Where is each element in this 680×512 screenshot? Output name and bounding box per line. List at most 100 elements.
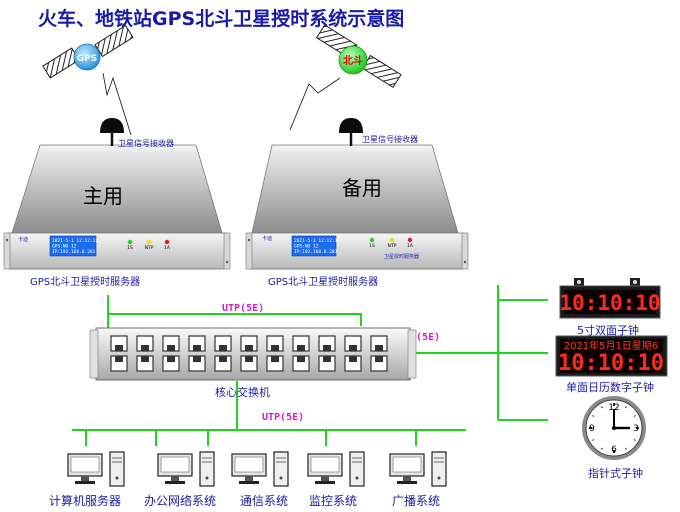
clock-pivot	[612, 426, 616, 430]
clock-label: 单面日历数字子钟	[566, 380, 654, 394]
clock-date: 2021年5月1日星期6	[564, 339, 659, 352]
systems-row: 计算机服务器办公网络系统通信系统监控系统广播系统	[49, 451, 447, 508]
ethernet-port-icon	[344, 355, 362, 372]
led-red	[407, 237, 413, 243]
brand-logo: 卡迪	[262, 235, 272, 242]
led-label-3: 1A	[164, 245, 171, 251]
ethernet-port-icon	[292, 355, 310, 372]
rack-ear-left	[3, 232, 11, 270]
rack-ear-right	[223, 232, 231, 270]
ethernet-port-icon	[370, 335, 388, 352]
mode-label: 备用	[342, 176, 382, 200]
ethernet-port-icon	[292, 335, 310, 352]
ethernet-port-icon	[188, 335, 206, 352]
ethernet-port-icon	[162, 335, 180, 352]
led-label-2: NTP	[145, 245, 154, 251]
ethernet-port-icon	[136, 335, 154, 352]
led-label-2: NTP	[388, 243, 397, 249]
main-server: 卫星信号接收器 主用 卡迪 2021-5-1 12:12:12 GPS:NO 1…	[3, 118, 231, 288]
led-yellow	[146, 239, 152, 245]
analog-clock: 12 3 6 9 指针式子钟	[582, 396, 646, 480]
server-front-panel	[249, 232, 465, 270]
system-node: 计算机服务器	[49, 451, 125, 508]
lcd-line-3: IP:192.168.0.201	[294, 249, 338, 255]
system-label: 监控系统	[309, 494, 357, 508]
gps-signal-line	[102, 72, 132, 136]
solar-panel-left	[42, 47, 80, 79]
brand-logo: 卡迪	[18, 236, 28, 243]
clock-label: 5寸双面子钟	[577, 323, 639, 337]
tower-icon	[431, 451, 447, 487]
screw	[247, 238, 251, 242]
ethernet-port-icon	[136, 355, 154, 372]
beidou-sphere	[338, 45, 368, 75]
led-label-3: 1A	[407, 243, 414, 249]
system-label: 计算机服务器	[49, 493, 121, 508]
tower-icon	[109, 451, 125, 487]
clock-display	[560, 339, 663, 373]
monitor-icon	[67, 453, 103, 484]
lcd-screen	[49, 235, 97, 257]
screw	[5, 238, 9, 242]
utp-label-1: UTP(5E)	[222, 303, 264, 314]
ethernet-port-icon	[344, 335, 362, 352]
system-label: 通信系统	[240, 494, 288, 508]
server-front-panel	[7, 232, 227, 270]
network-lines	[72, 285, 548, 446]
switch-ear-right	[407, 329, 417, 379]
solar-panel-right	[361, 54, 402, 89]
lcd-line-1: 2021-5-1 12:12:12	[294, 238, 340, 244]
receiver-label: 卫星信号接收器	[118, 138, 174, 148]
receiver-label: 卫星信号接收器	[362, 134, 418, 144]
system-node: 监控系统	[307, 451, 365, 508]
ethernet-port-icon	[214, 335, 232, 352]
rack-ear-left	[245, 232, 253, 270]
clock-tick	[601, 447, 603, 450]
led-label-1: 1S	[127, 245, 133, 251]
utp-label-2: UTP(5E)	[398, 332, 440, 343]
server-to-switch-line	[107, 295, 362, 326]
solar-panel-right	[94, 24, 134, 58]
gps-satellite: GPS	[42, 24, 134, 79]
hanger-hole	[577, 280, 581, 284]
backup-server: 卫星信号接收器 备用 卡迪 2021-5-1 12:12:12 GPS:NO 1…	[245, 118, 469, 288]
gps-sphere	[73, 43, 101, 71]
beidou-signal-line	[289, 77, 341, 131]
led-yellow	[389, 237, 395, 243]
ethernet-port-icon	[162, 355, 180, 372]
tower-icon	[349, 451, 365, 487]
ethernet-port-icon	[318, 335, 336, 352]
beidou-label: 北斗	[343, 54, 363, 67]
numeral-9: 9	[589, 424, 595, 434]
ethernet-port-icon	[266, 355, 284, 372]
monitor-icon	[389, 453, 425, 484]
ethernet-port-icon	[188, 355, 206, 372]
antenna-dome-icon	[339, 118, 363, 133]
ethernet-port-icon	[266, 335, 284, 352]
system-node: 广播系统	[389, 451, 447, 508]
led-green	[127, 239, 133, 245]
screw	[463, 260, 467, 264]
monitor-icon	[157, 453, 193, 484]
panel-label: 卫星授时服务器	[384, 253, 419, 260]
antenna-dome-icon	[100, 118, 124, 133]
ethernet-port-icon	[370, 355, 388, 372]
gps-label: GPS	[77, 54, 97, 64]
clock-ticks	[589, 403, 639, 453]
switch-label: 核心交换机	[215, 385, 270, 399]
clock-tick	[601, 406, 603, 409]
clock-time: 10:10:10	[559, 291, 660, 315]
monitor-icon	[231, 453, 267, 484]
clock-tick	[633, 439, 636, 441]
system-label: 广播系统	[392, 494, 440, 508]
lcd-line-1: 2021-5-1 12:12:12	[52, 238, 98, 244]
clock-tick	[592, 415, 595, 417]
switch-ear-left	[89, 329, 99, 379]
ethernet-port-icon	[240, 335, 258, 352]
double-face-clock: 10:10:10 5寸双面子钟	[559, 278, 661, 337]
calendar-clock: 2021年5月1日星期6 10:10:10 单面日历数字子钟	[555, 335, 668, 394]
ethernet-port-icon	[214, 355, 232, 372]
screw	[225, 260, 229, 264]
rack-ear-right	[461, 232, 469, 270]
